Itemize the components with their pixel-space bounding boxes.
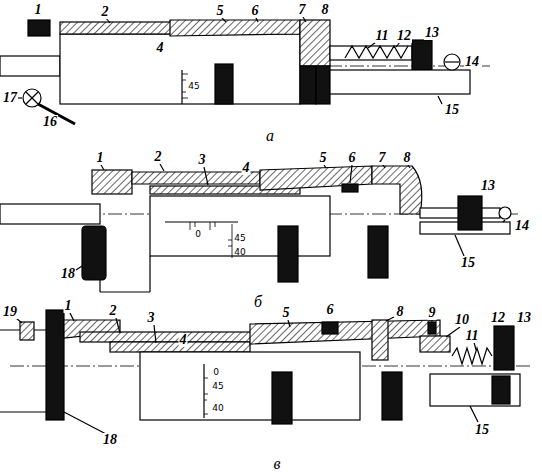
callout-number: 18 [102, 433, 118, 447]
scale-number: 40 [211, 404, 224, 413]
callout-number: 11 [464, 329, 479, 343]
callout-number: 13 [424, 26, 440, 40]
callout-number: 5 [319, 151, 328, 165]
figure-letter: в [273, 456, 282, 472]
callout-number: 16 [42, 115, 58, 129]
callout-number: 10 [454, 313, 470, 327]
callout-number: 6 [348, 151, 357, 165]
scale-number: 45 [233, 234, 246, 243]
callout-number: 14 [464, 55, 480, 69]
callout-number: 15 [474, 423, 490, 437]
callout-number: 12 [490, 311, 506, 325]
scale-number: 0 [194, 230, 202, 239]
callout-number: 5 [216, 4, 225, 18]
callout-number: 3 [147, 311, 156, 325]
callout-number: 4 [242, 161, 251, 175]
callout-number: 3 [198, 153, 207, 167]
callout-number: 1 [34, 3, 43, 17]
callout-number: 2 [101, 5, 110, 19]
callout-number: 8 [403, 151, 412, 165]
figure-letter: б [253, 294, 263, 310]
figure-letter: а [265, 128, 275, 144]
scale-number: 0 [212, 368, 220, 377]
callout-number: 13 [516, 311, 532, 325]
callout-number: 15 [444, 103, 460, 117]
callout-number: 19 [2, 305, 18, 319]
callout-number: 1 [96, 151, 105, 165]
callout-number: 6 [326, 303, 335, 317]
callout-number: 2 [109, 304, 118, 318]
scale-number: 45 [187, 82, 200, 91]
callout-number: 12 [396, 29, 412, 43]
callout-number: 4 [179, 333, 188, 347]
scale-number: 40 [233, 248, 246, 257]
callout-number: 8 [396, 305, 405, 319]
callout-number: 13 [480, 179, 496, 193]
callout-number: 7 [378, 151, 387, 165]
callout-number: 9 [428, 306, 437, 320]
callout-number: 17 [2, 91, 18, 105]
callout-number: 14 [514, 219, 530, 233]
callout-number: 4 [156, 41, 165, 55]
callout-number: 5 [282, 306, 291, 320]
callout-number: 11 [374, 29, 389, 43]
callout-number: 15 [460, 256, 476, 270]
callout-number: 7 [298, 3, 307, 17]
callout-number: 1 [64, 299, 73, 313]
callout-number: 8 [321, 3, 330, 17]
scale-number: 45 [211, 382, 224, 391]
callout-number: 18 [60, 267, 76, 281]
callout-number: 2 [154, 150, 163, 164]
callout-number: 6 [251, 4, 260, 18]
